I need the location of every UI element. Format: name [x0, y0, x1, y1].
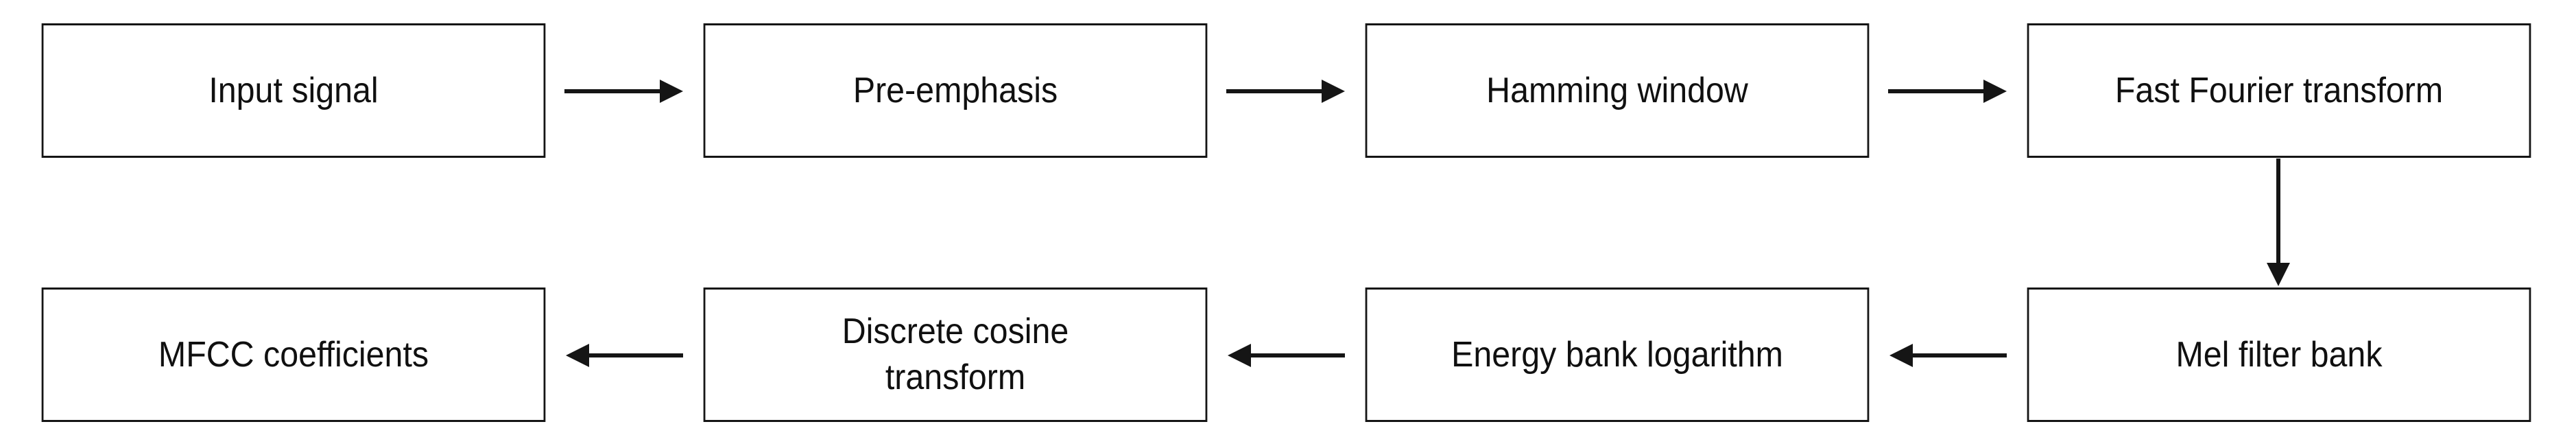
node-label-fast-fourier-transform: Fast Fourier transform: [2114, 70, 2444, 110]
edge-preemphasis-to-hamming: [1208, 73, 1363, 109]
edge-melfilter-to-energybank: [1872, 338, 2025, 373]
node-label-mfcc-coefficients: MFCC coefficients: [158, 334, 429, 375]
node-label-energy-bank-logarithm: Energy bank logarithm: [1451, 334, 1783, 375]
edge-energybank-to-dct: [1210, 338, 1363, 373]
node-energy-bank-logarithm[interactable]: Energy bank logarithm: [1365, 287, 1870, 422]
node-mel-filter-bank[interactable]: Mel filter bank: [2027, 287, 2531, 422]
node-label-hamming-window: Hamming window: [1486, 70, 1748, 110]
node-mfcc-coefficients[interactable]: MFCC coefficients: [41, 287, 546, 422]
edge-hamming-to-fft: [1870, 73, 2025, 109]
node-label-input-signal: Input signal: [208, 70, 379, 110]
node-pre-emphasis[interactable]: Pre-emphasis: [703, 23, 1208, 158]
node-discrete-cosine-transform[interactable]: Discrete cosine transform: [703, 287, 1208, 422]
node-hamming-window[interactable]: Hamming window: [1365, 23, 1870, 158]
edge-input-to-preemphasis: [547, 73, 701, 109]
edge-dct-to-mfcc: [548, 338, 701, 373]
node-input-signal[interactable]: Input signal: [41, 23, 546, 158]
node-label-mel-filter-bank: Mel filter bank: [2175, 334, 2383, 375]
node-fast-fourier-transform[interactable]: Fast Fourier transform: [2027, 23, 2531, 158]
node-label-pre-emphasis: Pre-emphasis: [852, 70, 1058, 110]
node-label-discrete-cosine-transform: Discrete cosine transform: [842, 312, 1069, 397]
edge-fft-to-melfilter: [2261, 141, 2296, 304]
